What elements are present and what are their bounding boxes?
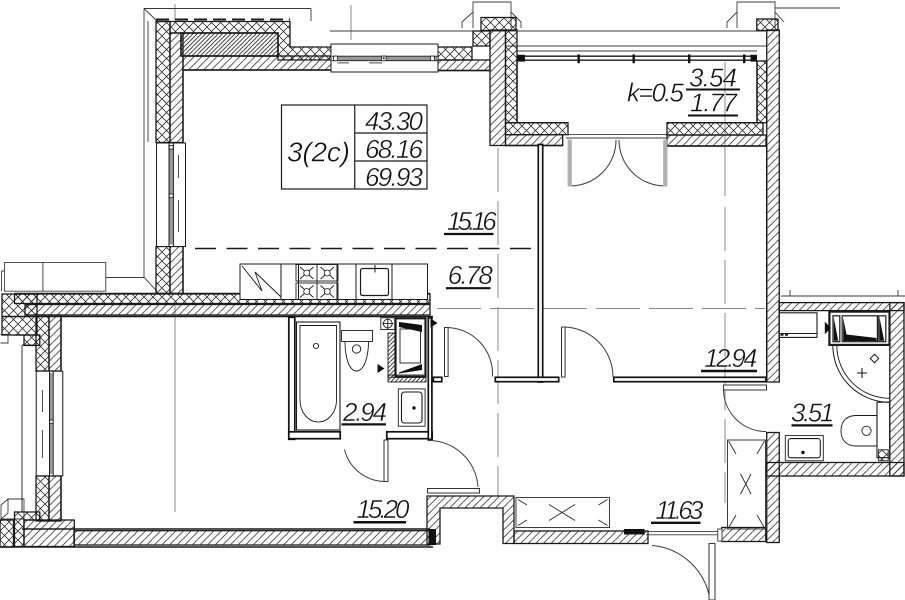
svg-text:68.16: 68.16 [365, 134, 424, 164]
svg-text:3.51: 3.51 [791, 398, 833, 428]
svg-text:11.63: 11.63 [655, 495, 703, 525]
svg-text:12.94: 12.94 [704, 343, 757, 373]
svg-text:15.20: 15.20 [356, 494, 410, 524]
svg-text:69.93: 69.93 [365, 162, 424, 192]
svg-text:15.16: 15.16 [447, 206, 497, 236]
svg-text:k=0.5: k=0.5 [627, 78, 685, 108]
svg-text:3(2c): 3(2c) [287, 137, 350, 168]
svg-text:6.78: 6.78 [448, 260, 494, 290]
svg-text:2.94: 2.94 [342, 397, 387, 427]
svg-text:3.54: 3.54 [689, 63, 737, 93]
svg-text:43.30: 43.30 [365, 106, 424, 136]
svg-text:1.77: 1.77 [690, 88, 739, 118]
